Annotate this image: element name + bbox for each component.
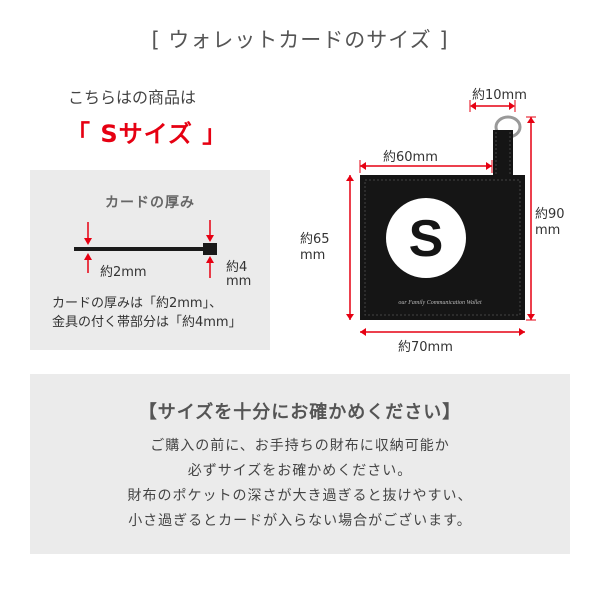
notice-line: 小さ過ぎるとカードが入らない場合がございます。: [128, 513, 472, 529]
thickness-note: カードの厚みは「約2mm」、 金具の付く帯部分は「約4mm」: [52, 296, 242, 330]
thickness-panel: [30, 170, 270, 350]
card-thickness-line: [74, 247, 214, 251]
strap-width-label: 約10mm: [472, 88, 527, 103]
total-width-label: 約70mm: [398, 340, 453, 355]
badge-letter: S: [409, 210, 444, 268]
total-height-label: 約90 mm: [535, 207, 565, 238]
notice-line: 必ずサイズをお確かめください。: [187, 463, 413, 479]
notice-line: 財布のポケットの深さが大き過ぎると抜けやすい、: [127, 488, 473, 504]
card-print-text: our Family Communication Wallet: [398, 300, 482, 306]
strap: [493, 130, 513, 185]
notice-body: ご購入の前に、お手持ちの財布に収納可能か 必ずサイズをお確かめください。 財布の…: [30, 434, 570, 534]
fitting-thickness-label: 約4 mm: [226, 260, 252, 289]
thickness-title: カードの厚み: [105, 195, 195, 211]
intro-text: こちらはの商品は: [68, 88, 197, 107]
page-title: [ ウォレットカードのサイズ ]: [151, 28, 449, 52]
size-badge: [386, 198, 466, 278]
fitting-block: [203, 243, 217, 255]
notice-title: 【サイズを十分にお確かめください】: [138, 402, 462, 423]
card-thickness-label: 約2mm: [100, 265, 147, 280]
card-width-label: 約60mm: [383, 150, 438, 165]
notice-panel: [30, 374, 570, 554]
card-height-label: 約65 mm: [300, 232, 330, 263]
product-illustration: S our Family Communication Wallet: [346, 100, 536, 336]
thickness-diagram: [74, 220, 217, 278]
size-label: 「 Sサイズ 」: [66, 120, 228, 148]
notice-line: ご購入の前に、お手持ちの財布に収納可能か: [150, 438, 450, 454]
